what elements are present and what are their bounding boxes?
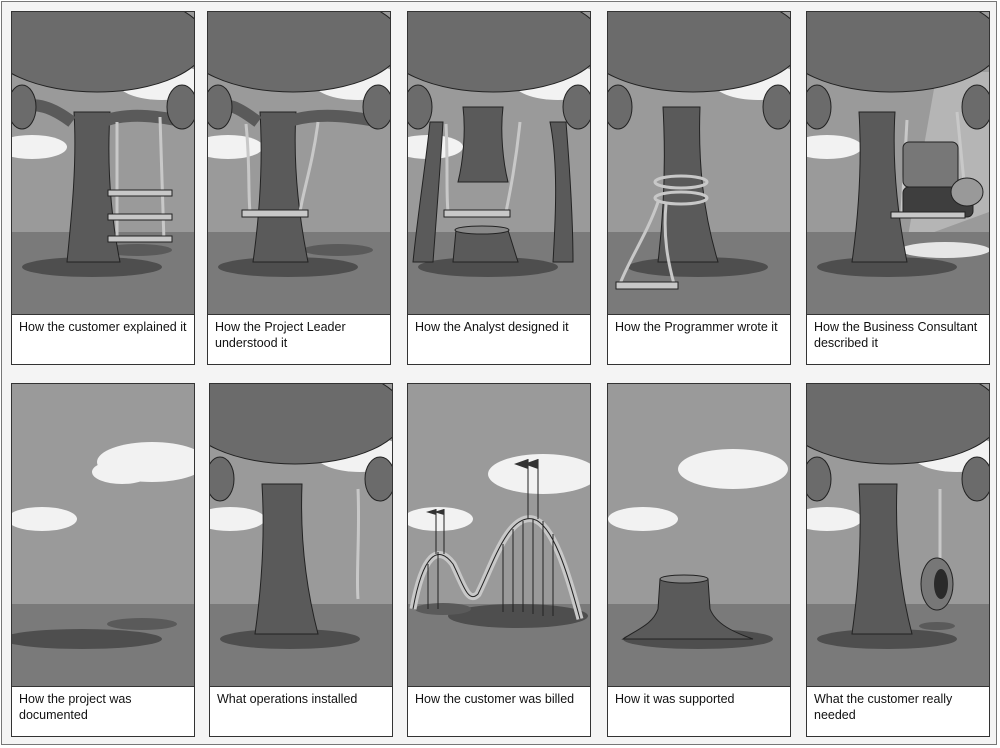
panel-customer-explained: How the customer explained it: [11, 11, 195, 365]
stump-illustration: [608, 384, 790, 686]
panel-scene: [208, 12, 390, 315]
panel-caption: How the Programmer wrote it: [615, 320, 778, 334]
panel-caption: How the customer was billed: [415, 692, 575, 706]
panel-scene: [608, 384, 790, 687]
ladder-swing-illustration: [12, 12, 194, 314]
panel-scene: [807, 384, 989, 687]
panel-scene: [807, 12, 989, 315]
panel-scene: [12, 12, 194, 315]
trunk-swing-illustration: [208, 12, 390, 314]
panel-supported: How it was supported: [607, 383, 791, 737]
panel-operations-installed: What operations installed: [209, 383, 393, 737]
panel-project-documented: How the project was documented: [11, 383, 195, 737]
panel-caption: What the customer really needed: [814, 692, 953, 722]
panel-caption: How the Analyst designed it: [415, 320, 569, 334]
panel-scene: [608, 12, 790, 315]
panel-caption: How the project was documented: [19, 692, 132, 722]
panel-scene: [408, 384, 590, 687]
roller-coaster-illustration: [408, 384, 590, 686]
empty-field-illustration: [12, 384, 194, 686]
panel-analyst-designed: How the Analyst designed it: [407, 11, 591, 365]
panel-scene: [12, 384, 194, 687]
panel-caption: How the Project Leader understood it: [215, 320, 346, 350]
armchair-swing-illustration: [807, 12, 989, 314]
panel-caption: What operations installed: [217, 692, 358, 706]
wrapped-rope-swing-illustration: [608, 12, 790, 314]
panel-project-leader-understood: How the Project Leader understood it: [207, 11, 391, 365]
tire-swing-illustration: [807, 384, 989, 686]
single-rope-illustration: [210, 384, 392, 686]
panel-caption: How the Business Consultant described it: [814, 320, 978, 350]
panel-programmer-wrote: How the Programmer wrote it: [607, 11, 791, 365]
panel-caption: How the customer explained it: [19, 320, 187, 334]
panel-scene: [210, 384, 392, 687]
panel-customer-billed: How the customer was billed: [407, 383, 591, 737]
panel-business-consultant-described: How the Business Consultant described it: [806, 11, 990, 365]
split-trunk-swing-illustration: [408, 12, 590, 314]
panel-scene: [408, 12, 590, 315]
panel-customer-really-needed: What the customer really needed: [806, 383, 990, 737]
panel-caption: How it was supported: [615, 692, 735, 706]
